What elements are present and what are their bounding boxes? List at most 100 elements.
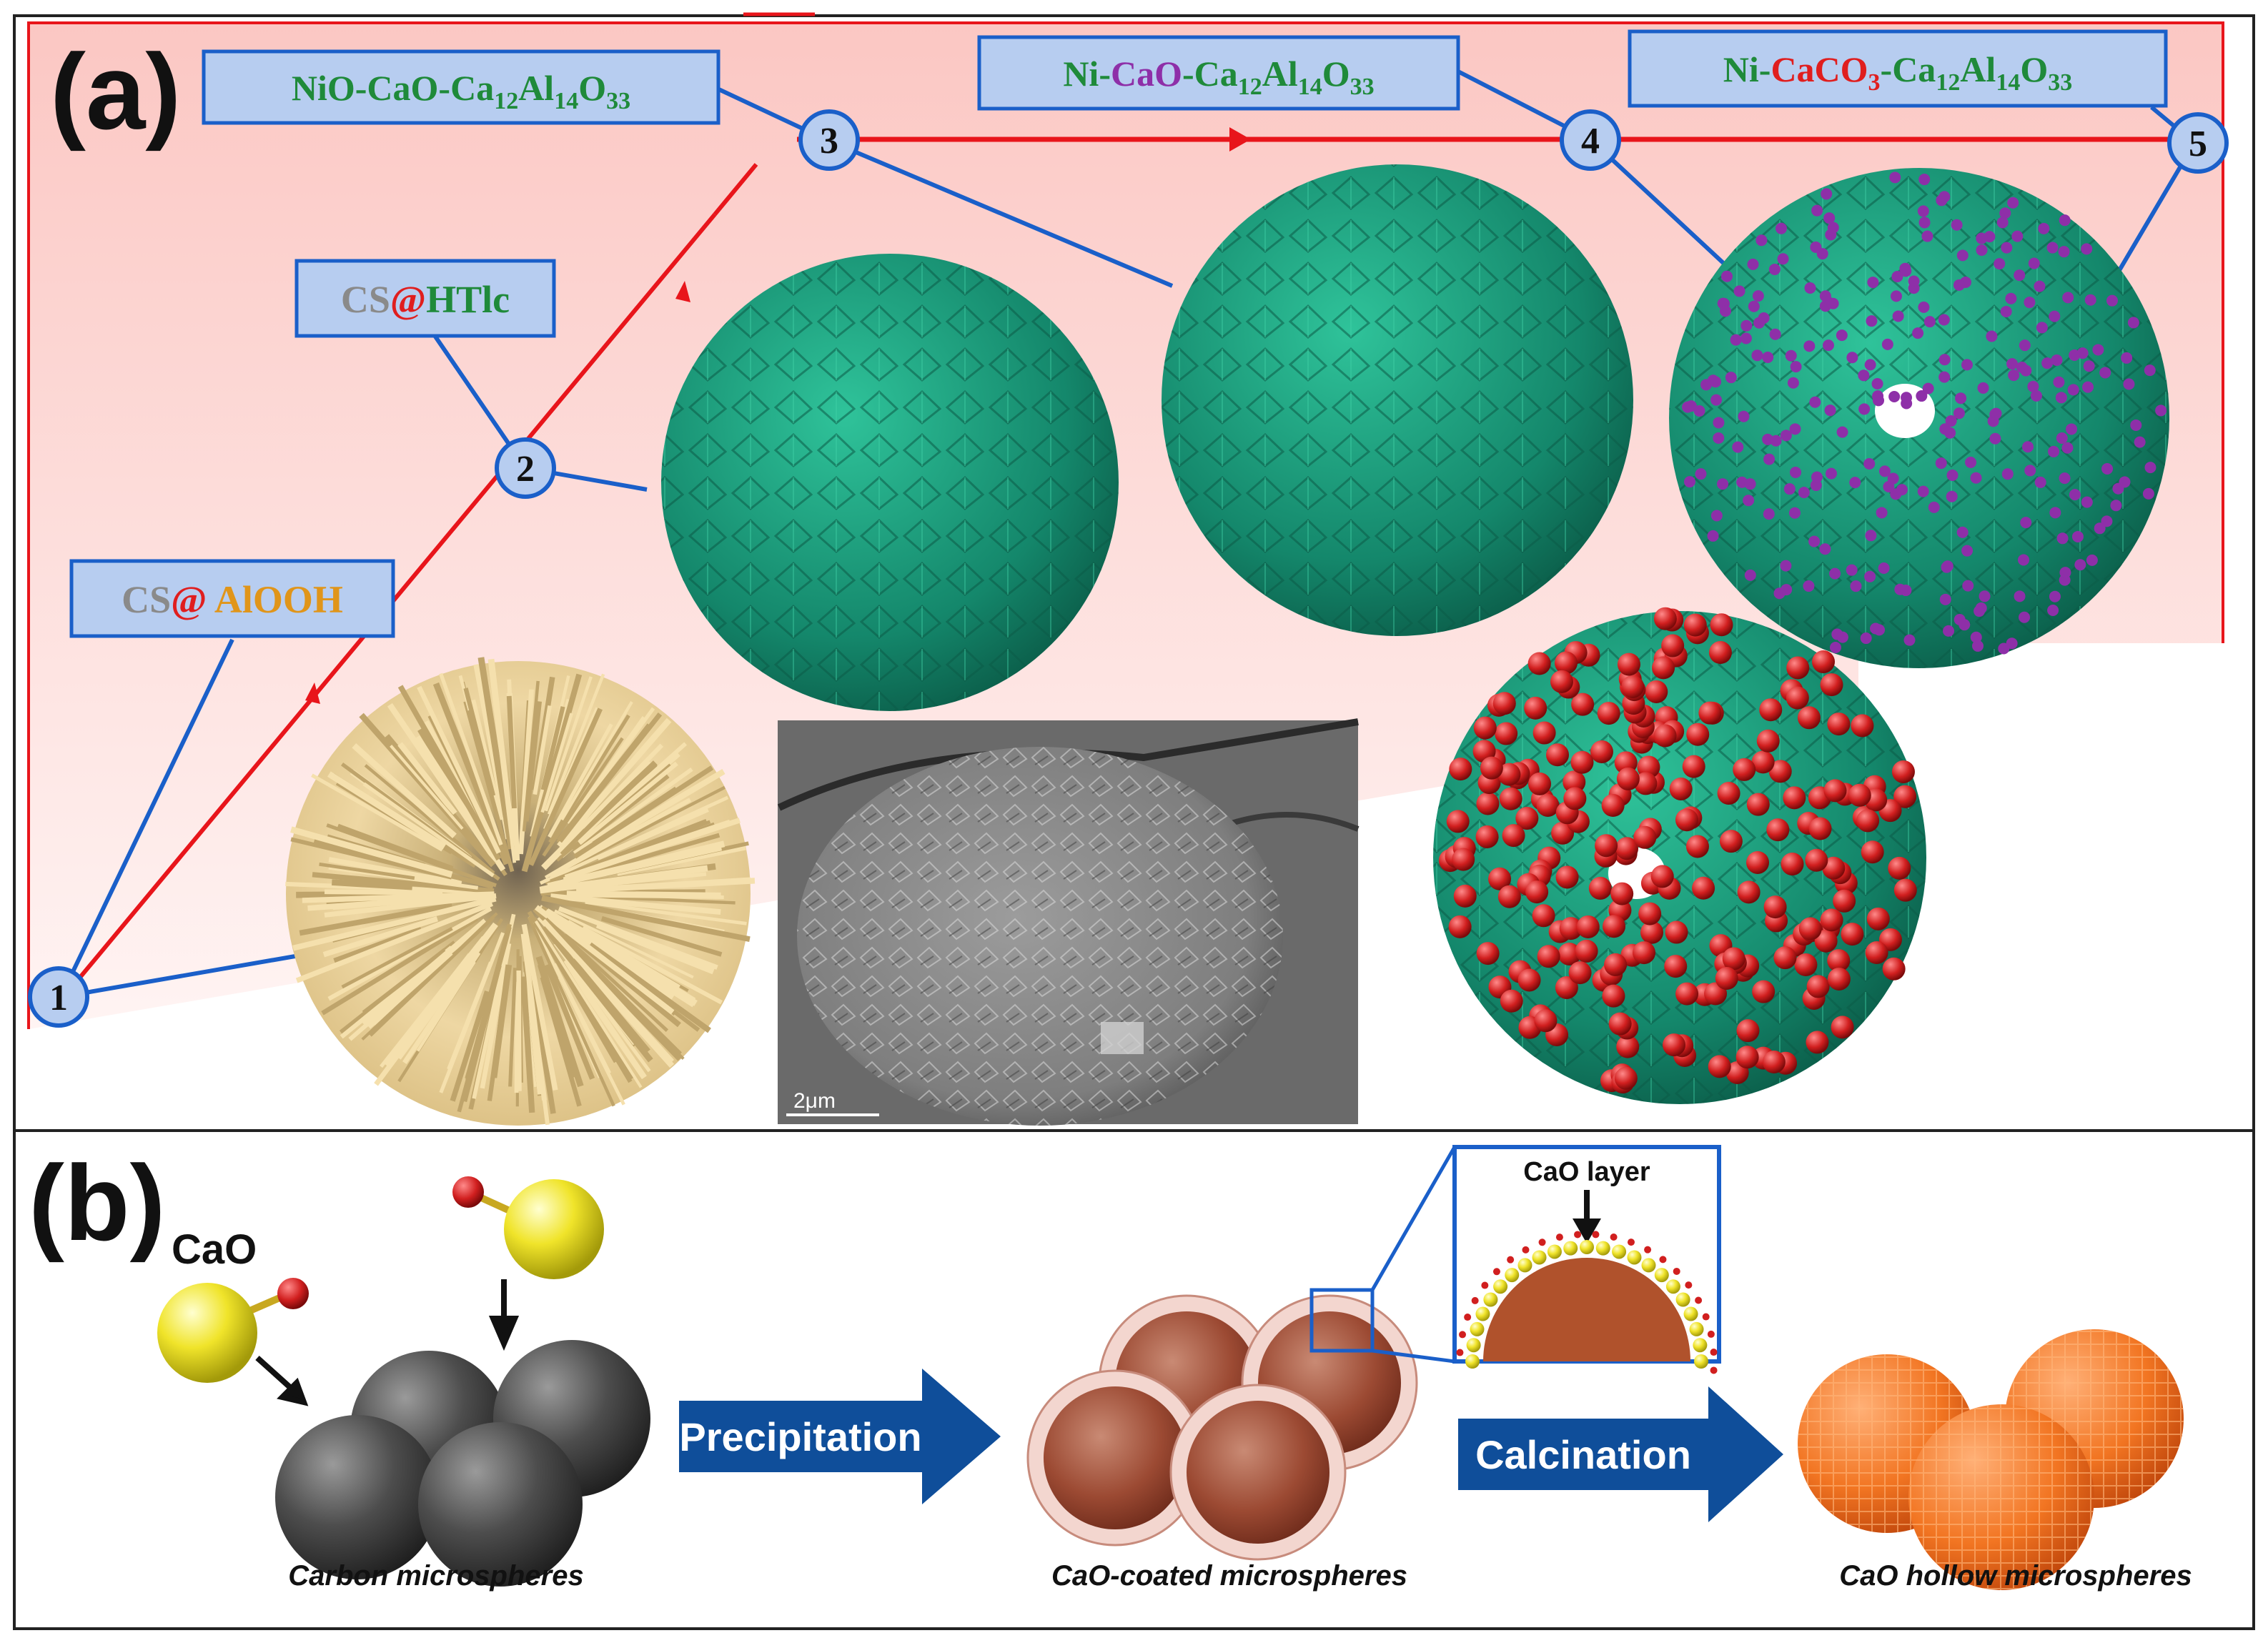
caco3-particle xyxy=(1569,961,1592,984)
caco3-particle xyxy=(1736,1046,1759,1068)
ni-particle xyxy=(1821,188,1832,199)
caco3-particle xyxy=(1723,947,1745,970)
ni-particle xyxy=(1771,435,1782,447)
cao-layer-bead xyxy=(1493,1279,1507,1294)
caco3-particle xyxy=(1575,940,1598,963)
caco3-particle xyxy=(1675,983,1698,1006)
ni-particle xyxy=(1918,302,1929,313)
ni-particle xyxy=(1732,442,1743,453)
ni-particle xyxy=(1947,470,1958,481)
caco3-particle xyxy=(1686,835,1709,858)
ni-particle xyxy=(1730,334,1742,346)
ni-particle xyxy=(2056,432,2068,444)
ni-particle xyxy=(1803,340,1815,352)
cao-layer-bead xyxy=(1694,1354,1708,1369)
ni-particle xyxy=(1798,487,1810,498)
label-cs-htlc-text: CS@HTlc xyxy=(341,278,510,321)
cao-layer-oxygen xyxy=(1710,1349,1718,1356)
ni-particle xyxy=(2024,465,2036,476)
ni-particle xyxy=(1882,339,1893,350)
caco3-particle xyxy=(1550,670,1573,693)
ni-particle xyxy=(2143,488,2154,500)
cao-layer-oxygen xyxy=(1539,1239,1546,1246)
ni-particle xyxy=(1872,378,1883,389)
ni-particle xyxy=(2086,555,2098,566)
ni-particle xyxy=(1900,265,1911,277)
ni-particle xyxy=(2082,382,2094,393)
ni-particle xyxy=(1811,205,1823,217)
ni-particle xyxy=(2016,362,2028,373)
caco3-particle xyxy=(1536,794,1559,817)
green-sphere-htlc xyxy=(661,254,1119,711)
caco3-particle xyxy=(1798,706,1821,729)
ni-particle xyxy=(1826,468,1837,480)
ni-particle xyxy=(1745,478,1756,490)
ni-particle xyxy=(1924,316,1936,327)
cao-layer-oxygen xyxy=(1507,1256,1514,1264)
caco3-particle xyxy=(1888,857,1911,880)
caco3-particle xyxy=(1452,848,1475,871)
cao-layer-bead xyxy=(1505,1268,1519,1282)
ni-particle xyxy=(2002,468,2014,480)
ni-particle xyxy=(1893,310,1904,322)
cao-layer-bead xyxy=(1532,1250,1547,1264)
caco3-particle xyxy=(1861,840,1884,863)
caco3-particle xyxy=(1805,849,1828,872)
caco3-particle xyxy=(1498,885,1521,908)
step-2: 2 xyxy=(497,440,554,497)
cao-layer-bead xyxy=(1627,1250,1641,1264)
ni-particle xyxy=(2019,612,2030,623)
ni-particle xyxy=(1846,565,1858,576)
caco3-particle xyxy=(1493,692,1516,715)
cao-layer-oxygen xyxy=(1592,1231,1599,1238)
ni-particle xyxy=(1865,530,1876,541)
step-3: 3 xyxy=(801,111,858,169)
caption-hollow: CaO hollow microspheres xyxy=(1839,1560,2192,1592)
caco3-particle xyxy=(1500,788,1522,810)
ni-particle xyxy=(2059,472,2071,484)
ni-particle xyxy=(1710,394,1722,406)
caco3-particle xyxy=(1449,758,1472,780)
ni-particle xyxy=(1957,249,1969,261)
ni-particle xyxy=(2049,311,2060,322)
caco3-particle xyxy=(1546,743,1569,766)
ni-particle xyxy=(1951,219,1963,231)
cao-layer-oxygen xyxy=(1574,1231,1581,1238)
caco3-particle xyxy=(1598,702,1620,725)
ni-particle xyxy=(2022,441,2034,452)
sem-scale-bar: 2μm xyxy=(793,1089,836,1113)
cao-layer-oxygen xyxy=(1459,1331,1466,1338)
ni-particle xyxy=(1990,408,2001,420)
ni-particle xyxy=(1825,404,1836,416)
caco3-particle xyxy=(1892,760,1915,783)
caco3-particle xyxy=(1736,1019,1759,1042)
cao-layer-bead xyxy=(1642,1258,1656,1272)
caco3-particle xyxy=(1633,941,1655,964)
cao-layer-bead xyxy=(1693,1338,1707,1352)
ni-particle xyxy=(2128,317,2139,328)
ni-particle xyxy=(1972,640,1984,652)
ni-particle xyxy=(1786,350,1797,362)
ni-particle xyxy=(1888,473,1899,485)
ni-particle xyxy=(2084,360,2095,372)
cao-layer-bead xyxy=(1470,1322,1484,1336)
ni-particle xyxy=(1837,427,1848,438)
caco3-particle xyxy=(1602,794,1625,817)
svg-text:4: 4 xyxy=(1581,121,1600,162)
label-cs-alooh-text: CS@ AlOOH xyxy=(122,578,343,621)
ni-particle xyxy=(1961,545,1973,557)
caco3-particle xyxy=(1799,918,1822,940)
tan-spike xyxy=(519,971,520,1091)
label-ni-caco3: Ni-CaCO3-Ca12Al14O33 xyxy=(1630,31,2166,106)
caco3-particle xyxy=(1752,981,1775,1003)
ni-particle xyxy=(2059,246,2070,257)
ni-particle xyxy=(1889,172,1901,183)
ni-particle xyxy=(1954,614,1966,625)
ni-particle xyxy=(2110,500,2121,511)
ni-particle xyxy=(2047,242,2059,254)
ni-particle xyxy=(1825,229,1836,240)
caco3-particle xyxy=(1683,755,1705,778)
caco3-particle xyxy=(1645,680,1668,703)
ni-particle xyxy=(1770,329,1781,340)
